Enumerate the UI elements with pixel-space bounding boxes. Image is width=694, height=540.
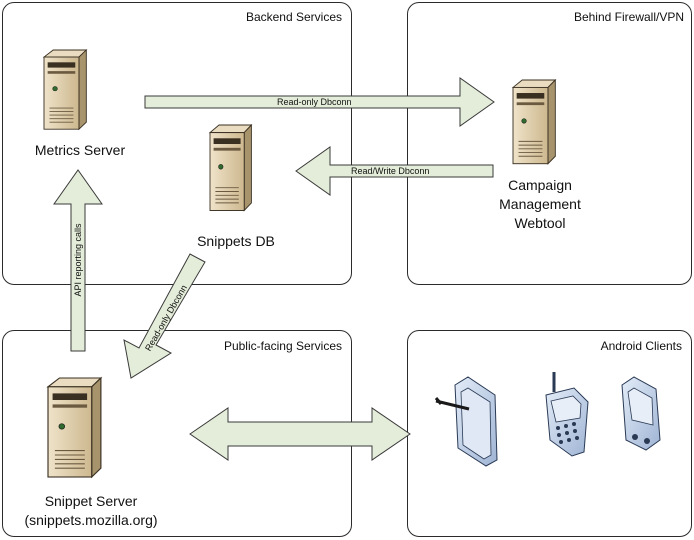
snippet-server-icon: [47, 377, 102, 478]
api-reporting-arrow: [53, 169, 103, 352]
phone-icon: [545, 372, 589, 457]
campaign-webtool-label: Campaign Management Webtool: [499, 177, 581, 231]
group-title: Public-facing Services: [223, 339, 342, 353]
tablet-icon: [434, 376, 498, 467]
backend-services-group: Backend Services: [2, 2, 352, 285]
snippet-server-label: Snippet Server (snippets.mozilla.org): [24, 493, 158, 528]
read-only-dbconn-diagonal-arrow: [123, 253, 206, 379]
metrics-server-icon: [43, 49, 87, 130]
metrics-server-label: Metrics Server: [34, 142, 126, 158]
group-title: Android Clients: [600, 339, 682, 353]
snippets-db-server-icon: [209, 124, 252, 211]
read-only-dbconn-label: Read-only Dbconn: [277, 97, 352, 107]
pda-icon: [621, 376, 661, 451]
firewall-group: Behind Firewall/VPN: [407, 2, 692, 285]
group-title: Backend Services: [245, 10, 342, 24]
api-reporting-label: API reporting calls: [73, 223, 83, 297]
snippets-db-label: Snippets DB: [197, 233, 275, 249]
read-write-dbconn-arrow: [295, 146, 494, 196]
read-write-dbconn-label: Read/Write Dbconn: [351, 166, 430, 176]
campaign-server-icon: [512, 79, 556, 165]
read-only-dbconn-arrow: [144, 77, 495, 127]
group-title: Behind Firewall/VPN: [573, 10, 684, 24]
bidirectional-arrow: [189, 407, 411, 461]
